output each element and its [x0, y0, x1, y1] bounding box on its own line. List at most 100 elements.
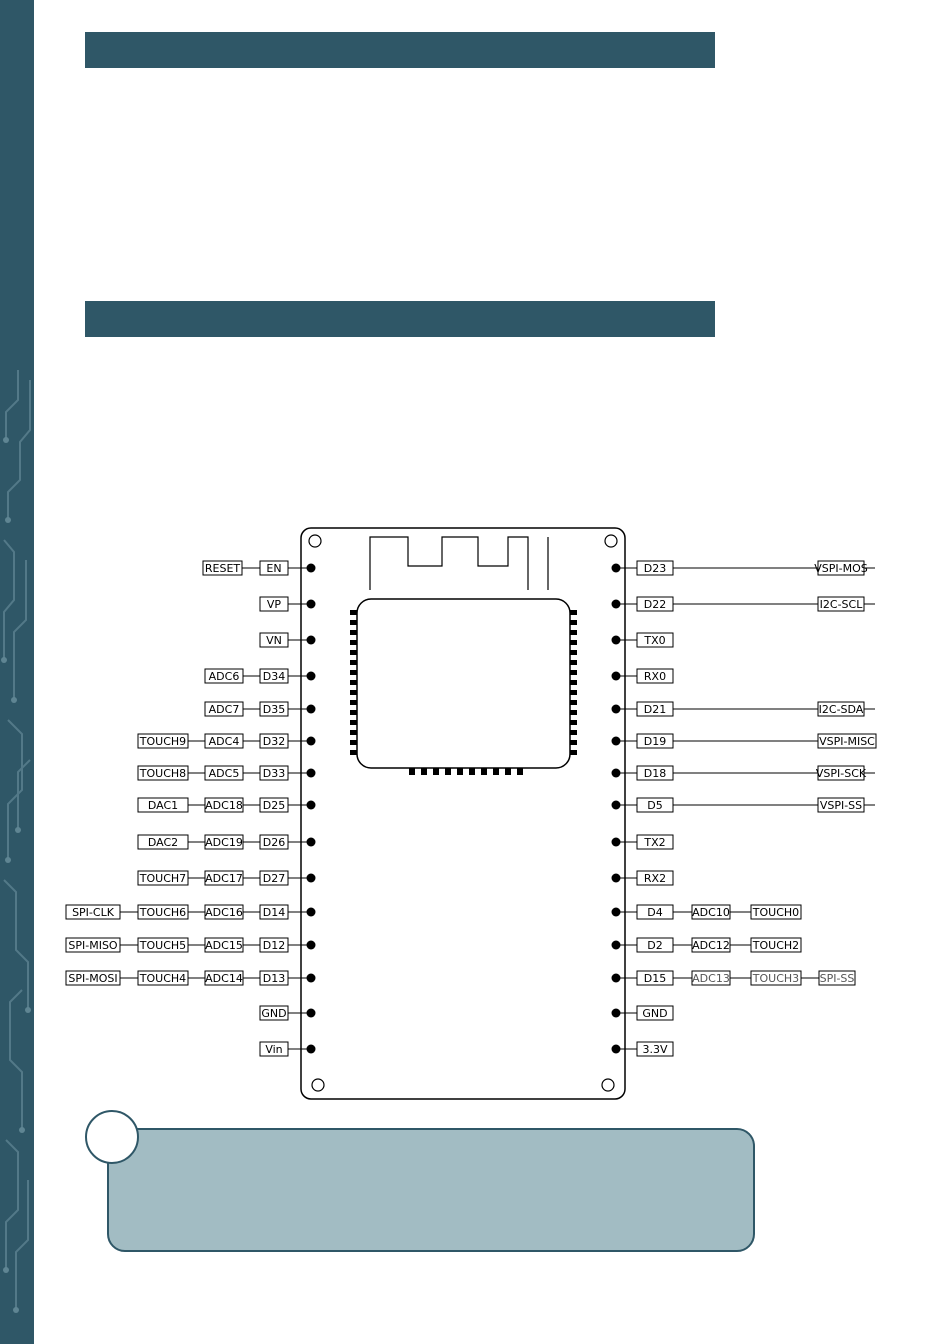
left-pin-function-label: SPI-CLK	[72, 906, 115, 919]
pin-row-left: Vin	[259, 1041, 316, 1057]
pin-dot	[306, 671, 316, 681]
left-pin-function-label: TOUCH5	[139, 939, 186, 952]
left-pin-function-label: TOUCH8	[139, 767, 186, 780]
chip-pad	[350, 640, 357, 645]
chip-pad	[570, 660, 577, 665]
left-pin-function-label: RESET	[205, 562, 241, 575]
left-pin-function-label-box	[137, 733, 189, 749]
left-pin-function-label-box	[137, 904, 189, 920]
pin-row-right: RX2	[611, 870, 674, 886]
antenna-trace	[369, 536, 549, 590]
pin-row-left: RESET EN	[202, 560, 316, 576]
right-pin-function-label-box	[691, 937, 731, 953]
right-pin-function-label: SPI-SS	[820, 972, 855, 985]
pin-dot	[611, 599, 621, 609]
left-pin-function-label: SPI-MISO	[68, 939, 118, 952]
left-pin-label-box	[259, 560, 289, 576]
left-pin-label-box	[259, 596, 289, 612]
right-pin-label-box	[636, 970, 674, 986]
left-pin-label: D33	[263, 767, 285, 780]
chip-pad	[570, 740, 577, 745]
chip-pad	[570, 620, 577, 625]
chip-pad	[433, 768, 439, 775]
pin-dot	[611, 973, 621, 983]
left-pin-label: D26	[263, 836, 285, 849]
pin-dot	[611, 1044, 621, 1054]
chip-pad	[505, 768, 511, 775]
left-pin-label-box	[259, 733, 289, 749]
right-pin-label: D22	[644, 598, 666, 611]
pin-dot	[306, 635, 316, 645]
right-pin-label-box	[636, 834, 674, 850]
left-pin-function-label-box	[204, 797, 244, 813]
sidebar-decoration	[0, 0, 34, 1344]
pin-dot	[306, 800, 316, 810]
pin-dot	[611, 768, 621, 778]
left-pin-function-label-box	[65, 937, 121, 953]
left-pin-function-label-box	[137, 797, 189, 813]
chip-pad	[350, 620, 357, 625]
right-pin-function-label-box	[750, 970, 802, 986]
pin-dot	[306, 736, 316, 746]
right-pin-label: 3.3V	[642, 1043, 667, 1056]
chip-pad	[570, 680, 577, 685]
left-pin-function-label-box	[204, 870, 244, 886]
right-pin-label: D18	[644, 767, 666, 780]
pin-dot	[611, 940, 621, 950]
chip-pad	[469, 768, 475, 775]
left-pin-label: D27	[263, 872, 285, 885]
right-pin-function-label: TOUCH3	[752, 972, 799, 985]
pin-dot	[306, 599, 316, 609]
right-pin-bus-label-box	[817, 797, 865, 813]
left-pin-function-label-box	[204, 733, 244, 749]
left-pin-function-label-box	[204, 701, 244, 717]
left-pin-function-label: ADC14	[205, 972, 243, 985]
chip-pad	[570, 690, 577, 695]
right-pin-bus-label-box	[817, 733, 877, 749]
chip-pad	[350, 670, 357, 675]
left-pin-label: Vin	[265, 1043, 282, 1056]
left-pin-label-box	[259, 1005, 289, 1021]
right-pin-bus-label: VSPI-SCK	[816, 767, 867, 780]
esp32-chip	[356, 598, 571, 769]
pin-row-right: 3.3V	[611, 1041, 674, 1057]
pin-dot	[306, 1044, 316, 1054]
pin-dot	[611, 837, 621, 847]
pin-dot	[306, 704, 316, 714]
left-pin-label: EN	[266, 562, 281, 575]
section-header-bar-1	[85, 32, 715, 68]
left-pin-function-label: ADC7	[209, 703, 240, 716]
right-pin-label: D4	[647, 906, 662, 919]
right-pin-label-box	[636, 560, 674, 576]
right-pin-label: RX0	[644, 670, 666, 683]
left-pin-label-box	[259, 1041, 289, 1057]
right-pin-function-label: ADC13	[692, 972, 730, 985]
chip-pad	[350, 650, 357, 655]
left-pin-label: VN	[266, 634, 282, 647]
left-pin-function-label-box	[137, 834, 189, 850]
chip-pad	[517, 768, 523, 775]
left-pin-function-label-box	[204, 668, 244, 684]
pin-dot	[306, 873, 316, 883]
left-pin-label-box	[259, 904, 289, 920]
left-pin-label-box	[259, 668, 289, 684]
left-pin-label-box	[259, 937, 289, 953]
left-pin-function-label: TOUCH6	[139, 906, 186, 919]
left-pin-label: GND	[261, 1007, 286, 1020]
left-pin-function-label: SPI-MOSI	[68, 972, 117, 985]
left-pin-label: D35	[263, 703, 285, 716]
right-pin-label-box	[636, 733, 674, 749]
left-pin-function-label-box	[204, 834, 244, 850]
right-pin-bus-label: I2C-SCL	[820, 598, 864, 611]
left-pin-function-label: TOUCH7	[139, 872, 186, 885]
